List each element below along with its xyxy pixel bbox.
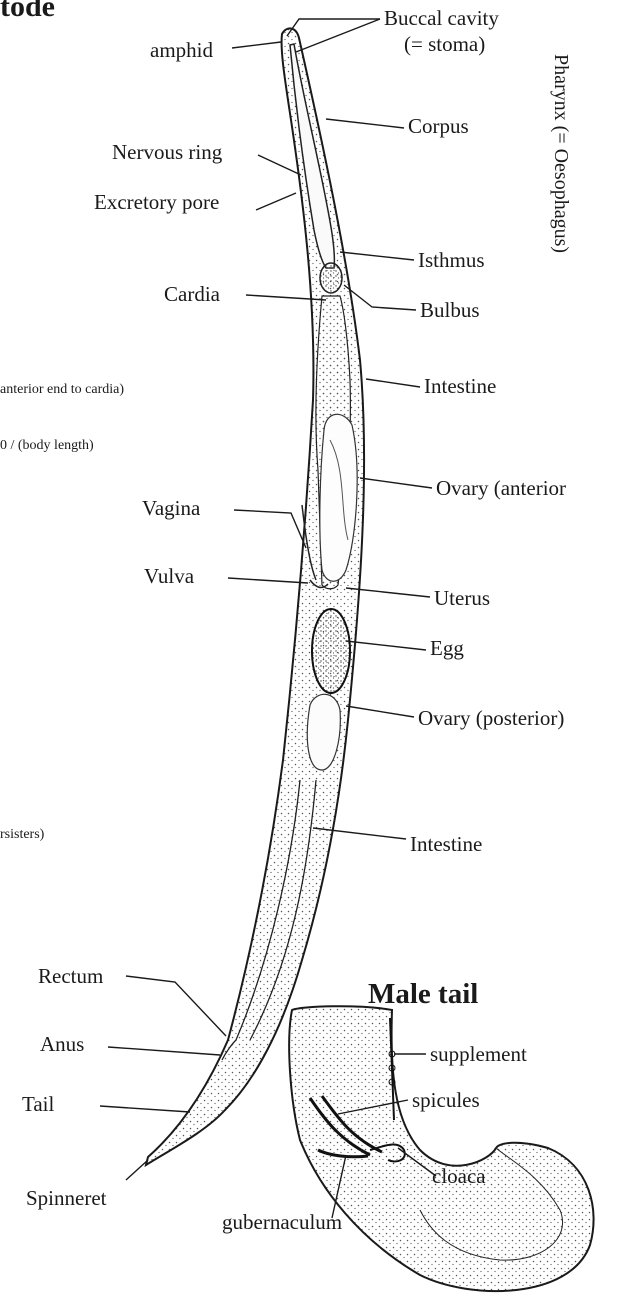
label-rectum: Rectum (38, 964, 103, 988)
label-cardia: Cardia (164, 282, 220, 306)
label-tail: Tail (22, 1092, 54, 1116)
side-note-1: anterior end to cardia) (0, 381, 124, 399)
label-cloaca: cloaca (432, 1164, 486, 1188)
label-uterus: Uterus (434, 586, 490, 610)
label-vulva: Vulva (144, 564, 194, 588)
label-ovary-posterior: Ovary (posterior) (418, 706, 564, 730)
label-anus: Anus (40, 1032, 84, 1056)
pharynx-group-label: Pharynx (= Oesophagus) (549, 54, 572, 253)
male-tail-title: Male tail (368, 978, 478, 1011)
label-amphid: amphid (150, 38, 213, 62)
egg-shape (312, 609, 350, 693)
label-isthmus: Isthmus (418, 248, 485, 272)
label-stoma: (= stoma) (404, 32, 485, 56)
label-corpus: Corpus (408, 114, 469, 138)
label-spinneret: Spinneret (26, 1186, 106, 1210)
label-intestine-lower: Intestine (410, 832, 482, 856)
label-ovary-anterior: Ovary (anterior (436, 476, 566, 500)
label-supplement: supplement (430, 1042, 527, 1066)
label-intestine-upper: Intestine (424, 374, 496, 398)
label-gubernaculum: gubernaculum (222, 1210, 342, 1234)
label-bulbus: Bulbus (420, 298, 480, 322)
side-note-2: 0 / (body length) (0, 437, 94, 455)
label-nervous-ring: Nervous ring (112, 140, 222, 164)
label-vagina: Vagina (142, 496, 200, 520)
label-spicules: spicules (412, 1088, 480, 1112)
title-fragment: tode (0, 0, 55, 24)
label-buccal-cavity: Buccal cavity (384, 6, 499, 30)
bulbus-shape (320, 263, 342, 293)
label-excretory-pore: Excretory pore (94, 190, 219, 214)
side-note-3: rsisters) (0, 826, 44, 844)
label-egg: Egg (430, 636, 464, 660)
